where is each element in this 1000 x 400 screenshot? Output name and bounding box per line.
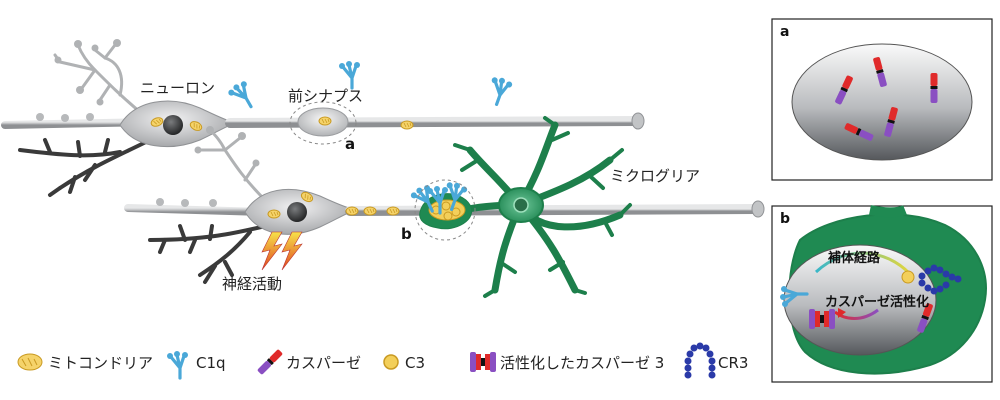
caspase-arrow (834, 308, 879, 320)
legend-item-mitochondria: ミトコンドリア (17, 353, 153, 372)
panel-b-terminal (783, 244, 937, 356)
panel-b-complement-label: 補体経路 (827, 250, 881, 266)
legend-item-caspase: カスパーゼ (256, 348, 361, 376)
c1q-free-3 (482, 72, 515, 109)
upper-dark-dendrites (18, 138, 152, 197)
legend-label: CR3 (718, 354, 748, 372)
label-neural-activity: 神経活動 (222, 275, 282, 293)
lower-dark-dendrites (148, 223, 272, 284)
marker-b: b (401, 225, 412, 243)
panel-b-letter: b (780, 211, 790, 227)
label-neuron: ニューロン (140, 79, 215, 97)
presynapse-highlight (289, 101, 357, 145)
panel-b-cr3 (918, 264, 962, 295)
panel-b: b 補体経路 カスパーゼ活性化 (771, 205, 993, 383)
engulfed-highlight (414, 179, 476, 241)
complement-arrow (814, 251, 912, 276)
upper-neuron (1, 39, 645, 197)
upper-spines (54, 39, 121, 106)
active-caspase-icon (470, 352, 496, 372)
legend-label: C3 (405, 354, 425, 372)
legend-item-cr3: CR3 (684, 342, 748, 379)
lower-axon (345, 204, 760, 216)
lower-nucleus (287, 202, 307, 222)
lower-neuron (124, 126, 765, 284)
neural-activity-bolts (261, 231, 303, 271)
panel-b-caspase-activation-label: カスパーゼ活性化 (825, 294, 929, 310)
lower-left-process (124, 204, 266, 216)
engulfed-synapse (407, 177, 476, 241)
legend-label: 活性化したカスパーゼ 3 (500, 354, 664, 372)
legend-label: カスパーゼ (286, 354, 361, 372)
panel-a: a (771, 18, 993, 181)
panel-a-terminal (791, 43, 973, 161)
legend-label: ミトコンドリア (48, 354, 153, 372)
c1q-icon (165, 349, 190, 380)
microglia-nucleus (513, 197, 529, 213)
c3-icon (383, 354, 399, 370)
panel-b-active-caspase (809, 309, 835, 329)
cr3-icon (684, 342, 716, 379)
marker-a: a (345, 135, 355, 153)
legend-item-active-caspase: 活性化したカスパーゼ 3 (470, 352, 664, 372)
panel-a-letter: a (780, 24, 789, 40)
lower-neuron-dendrites (198, 128, 267, 202)
c1q-free-2 (224, 77, 260, 115)
c1q-free-1 (337, 59, 362, 90)
legend-item-c1q: C1q (165, 349, 226, 380)
label-presynapse: 前シナプス (288, 87, 363, 105)
caspase-icon (256, 348, 284, 376)
upper-nucleus (163, 115, 183, 135)
legend-item-c3: C3 (383, 354, 425, 372)
upper-axon (225, 116, 640, 128)
label-microglia: ミクログリア (610, 167, 700, 185)
legend: ミトコンドリア C1q カスパーゼ C3 活性化したカスパーゼ 3 (17, 342, 748, 380)
legend-label: C1q (196, 354, 226, 372)
